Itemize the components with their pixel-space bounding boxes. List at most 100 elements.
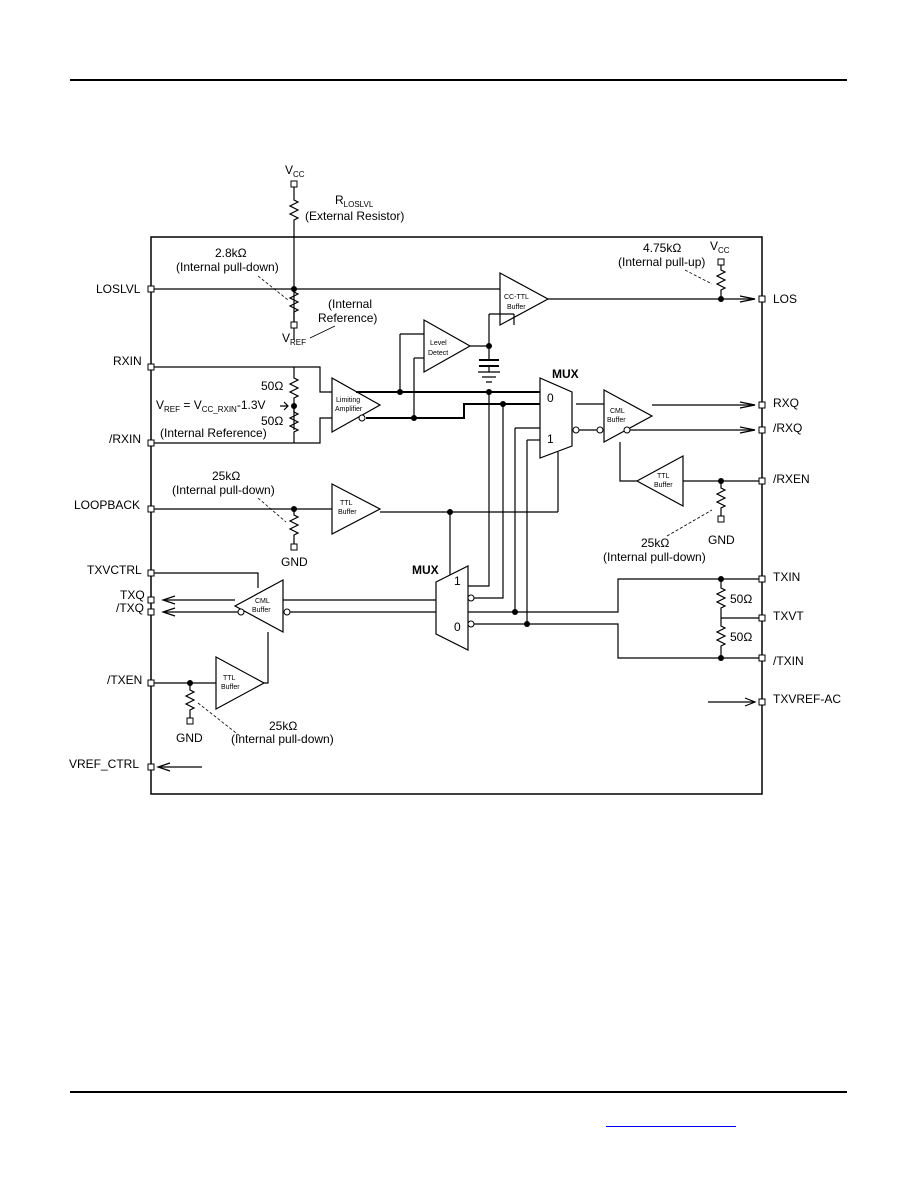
svg-text:Amplifier: Amplifier [335, 406, 363, 413]
pin-rxin[interactable] [147, 363, 155, 371]
r25k-c-label: 25kΩ [269, 719, 297, 733]
svg-text:Level: Level [430, 340, 447, 347]
pin-txin-label: TXIN [773, 570, 800, 584]
r50-c-resistor [715, 579, 727, 618]
footer-link[interactable] [606, 1112, 736, 1127]
r50-c-label: 50Ω [730, 592, 752, 606]
r50-d-label: 50Ω [730, 630, 752, 644]
external-resistor-label: (External Resistor) [305, 209, 404, 223]
vcc-right: VCC [710, 239, 730, 255]
pin-loslvl-label: LOSLVL [96, 282, 141, 296]
svg-text:Buffer: Buffer [654, 482, 673, 489]
pin-vref-ctrl-label: VREF_CTRL [69, 757, 139, 771]
internal-ref-1: (Internal [328, 297, 372, 311]
cml-rx-buffer: CML Buffer [603, 388, 654, 444]
level-detect: Level Detect [423, 318, 472, 374]
pin-txvt[interactable] [758, 614, 766, 622]
ttl-rxen-buffer: TTL Buffer [635, 454, 684, 508]
footer-rule [70, 1091, 847, 1093]
svg-text:1: 1 [454, 574, 461, 588]
pin-ntxin-label: /TXIN [773, 654, 804, 668]
pin-txq-label: TXQ [120, 588, 145, 602]
svg-text:Limiting: Limiting [336, 397, 360, 404]
r50-a-resistor [288, 367, 300, 430]
ttl-txen-buffer: TTL Buffer [215, 655, 266, 711]
limiting-amplifier: Limiting Amplifier [331, 376, 382, 434]
svg-text:TTL: TTL [340, 500, 353, 507]
pin-nrxq-label: /RXQ [773, 421, 802, 435]
svg-text:CML: CML [610, 408, 625, 415]
pin-nrxin[interactable] [147, 439, 155, 447]
r25k-c-resistor [184, 683, 196, 718]
pin-txin[interactable] [758, 575, 766, 583]
pin-rxq[interactable] [758, 401, 766, 409]
rloslvl-resistor [288, 187, 300, 340]
svg-text:0: 0 [454, 620, 461, 634]
internal-pulldown-2: (Internal pull-down) [172, 483, 275, 497]
svg-text:TTL: TTL [223, 675, 236, 682]
ttl-loopback-buffer: TTL Buffer [331, 483, 382, 535]
svg-text:0: 0 [547, 391, 554, 405]
r25k-b-label: 25kΩ [641, 536, 669, 550]
svg-text:Buffer: Buffer [338, 509, 357, 516]
svg-text:MUX: MUX [412, 563, 439, 577]
pin-ntxin[interactable] [758, 654, 766, 662]
r25k-b-resistor [715, 481, 727, 516]
r28k-resistor [288, 289, 300, 322]
pin-los[interactable] [758, 295, 766, 303]
r50-b-label: 50Ω [261, 414, 283, 428]
pin-nrxen[interactable] [758, 477, 766, 485]
pin-txvref-ac[interactable] [758, 698, 766, 706]
svg-text:Buffer: Buffer [607, 417, 626, 424]
r475k-label: 4.75kΩ [643, 241, 681, 255]
svg-text:TTL: TTL [657, 473, 670, 480]
internal-pulldown-4: (Internal pull-down) [231, 732, 334, 746]
pin-rxq-label: RXQ [773, 396, 799, 410]
gnd-c: GND [176, 731, 203, 745]
pin-loopback[interactable] [147, 505, 155, 513]
pin-nrxq[interactable] [758, 426, 766, 434]
pin-ntxq-label: /TXQ [116, 601, 144, 615]
pin-ntxen[interactable] [147, 679, 155, 687]
pin-rxin-label: RXIN [113, 354, 142, 368]
internal-reference: (Internal Reference) [160, 426, 267, 440]
svg-text:Buffer: Buffer [252, 607, 271, 614]
vcc-top-node: VCC [285, 163, 305, 188]
pin-loslvl[interactable] [147, 285, 155, 293]
r28k-label: 2.8kΩ [215, 246, 247, 260]
pin-txvctrl-label: TXVCTRL [87, 563, 142, 577]
internal-pulldown-3: (Internal pull-down) [603, 550, 706, 564]
pin-txq[interactable] [147, 596, 155, 604]
pin-txvref-ac-label: TXVREF-AC [773, 692, 841, 706]
vref-equation: VREF = VCC_RXIN-1.3V [156, 398, 266, 414]
pin-los-label: LOS [773, 292, 797, 306]
pin-ntxq[interactable] [147, 608, 155, 616]
internal-ref-2: Reference) [318, 311, 377, 325]
pin-txvt-label: TXVT [773, 609, 804, 623]
tx-mux: MUX 1 0 [412, 563, 469, 651]
rloslvl-label: RLOSLVL [335, 193, 374, 209]
svg-text:VCC: VCC [285, 163, 305, 179]
r50-d-resistor [715, 618, 727, 658]
pin-txvctrl[interactable] [147, 569, 155, 577]
gnd-a: GND [281, 555, 308, 569]
cc-ttl-buffer: CC-TTL Buffer [499, 271, 550, 327]
svg-text:Buffer: Buffer [507, 304, 526, 311]
internal-pullup: (Internal pull-up) [618, 255, 705, 269]
internal-pulldown-1: (Internal pull-down) [176, 260, 279, 274]
svg-text:Detect: Detect [428, 350, 448, 357]
rx-mux: MUX 0 1 [539, 367, 579, 459]
pin-nrxen-label: /RXEN [773, 472, 810, 486]
header-rule [70, 79, 847, 81]
r50-a-label: 50Ω [261, 379, 283, 393]
pin-ntxen-label: /TXEN [107, 673, 142, 687]
svg-text:CML: CML [255, 598, 270, 605]
pin-loopback-label: LOOPBACK [74, 498, 140, 512]
svg-text:CC-TTL: CC-TTL [504, 294, 529, 301]
r25k-a-label: 25kΩ [212, 469, 240, 483]
svg-text:Buffer: Buffer [221, 684, 240, 691]
pin-vref-ctrl[interactable] [147, 763, 155, 771]
gnd-b: GND [708, 533, 735, 547]
svg-text:MUX: MUX [552, 367, 579, 381]
